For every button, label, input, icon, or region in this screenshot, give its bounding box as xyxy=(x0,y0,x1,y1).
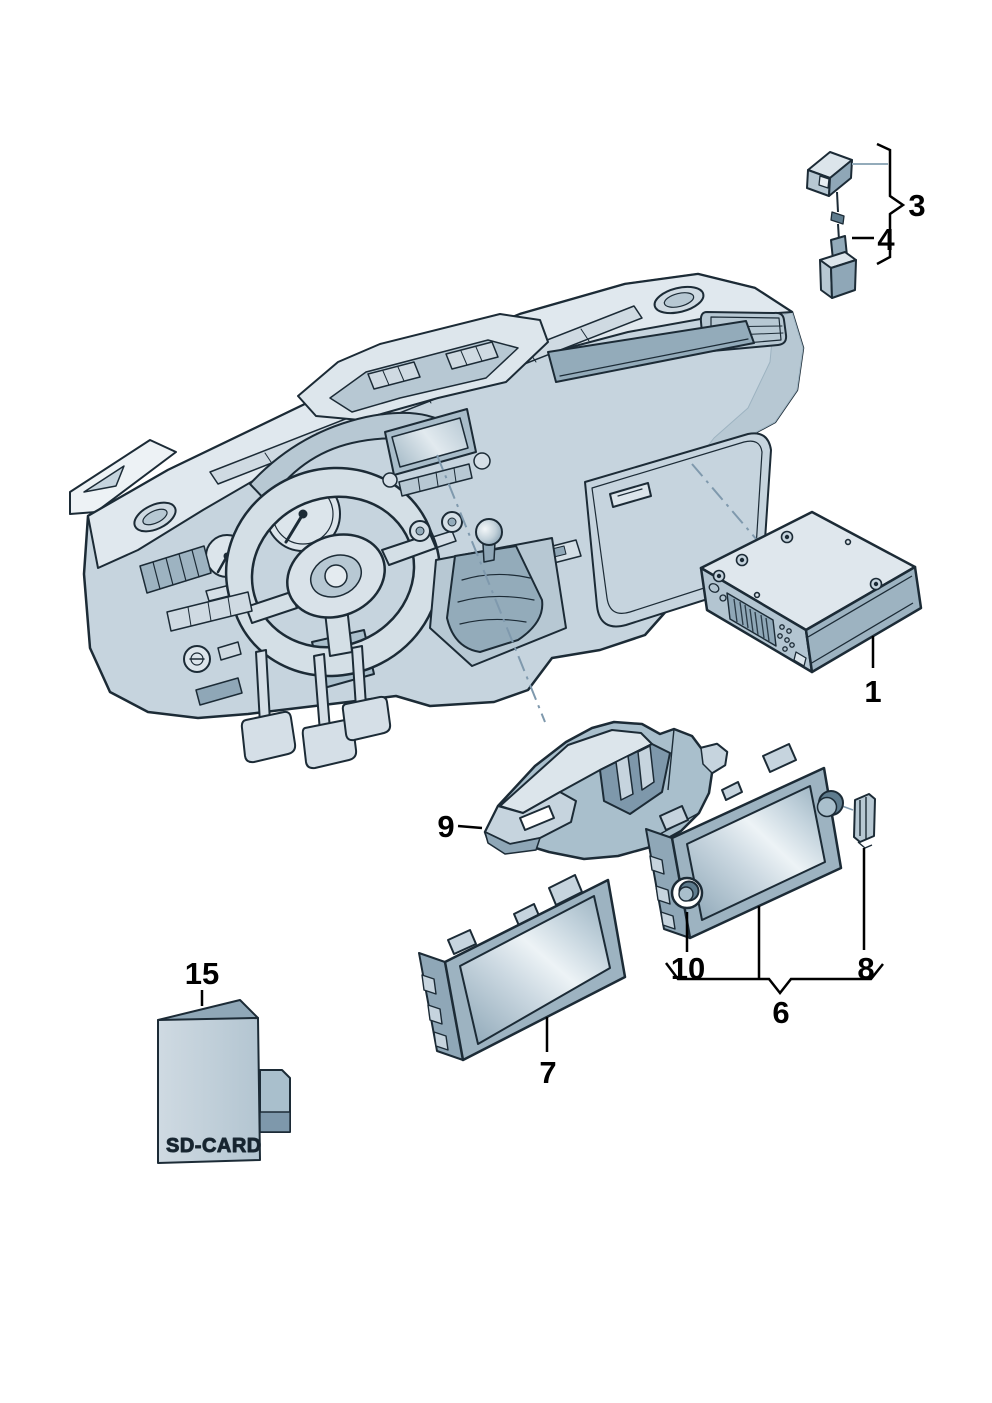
pedal-clutch xyxy=(240,710,297,764)
mount-tab xyxy=(721,781,743,801)
part-label-4: 4 xyxy=(877,222,895,257)
part-labels: 1 3 4 6 7 8 9 10 15 xyxy=(185,188,926,1090)
part-sd-card-15: SD-CARD xyxy=(157,999,291,1164)
display7-screen xyxy=(459,895,611,1045)
part-label-8: 8 xyxy=(857,951,874,986)
sd-card-text: SD-CARD xyxy=(166,1135,262,1157)
part-aerial-module-3 xyxy=(806,151,853,261)
leader-9 xyxy=(457,824,483,830)
part-label-10: 10 xyxy=(671,951,705,986)
pedal-accelerator xyxy=(341,695,392,742)
part-label-3: 3 xyxy=(908,188,925,223)
sd-card-contacts xyxy=(259,1111,291,1133)
right-tweeter-inner xyxy=(663,292,695,308)
brace-6 xyxy=(665,962,884,996)
part-clip-8 xyxy=(853,793,876,849)
part-label-7: 7 xyxy=(539,1055,556,1090)
head-unit-screen xyxy=(391,417,469,468)
speaker-hump xyxy=(297,313,549,421)
dashboard-illustration xyxy=(69,272,805,770)
part-knob-10 xyxy=(670,876,704,910)
part-display-6 xyxy=(645,743,854,940)
pedals xyxy=(240,645,392,770)
left-tweeter-inner xyxy=(142,508,168,526)
dash-left-end xyxy=(139,545,253,706)
module-notch xyxy=(818,175,830,189)
coin-pocket xyxy=(195,677,243,706)
mount-tab xyxy=(762,743,797,773)
radio-screws xyxy=(712,530,883,599)
part-label-6: 6 xyxy=(772,995,789,1030)
hump-grille-right xyxy=(445,341,499,370)
steering-wheel xyxy=(224,466,442,678)
speedo-needle xyxy=(284,512,305,544)
leader-screen-to-housing xyxy=(436,454,546,723)
callout-bracket-6 xyxy=(665,848,884,996)
part-display-7 xyxy=(418,874,627,1062)
a-pillar xyxy=(69,439,177,515)
button-strip xyxy=(398,463,473,497)
callout-bracket-3 xyxy=(852,142,906,266)
part-radio-1 xyxy=(699,510,923,674)
clip-body xyxy=(853,793,876,843)
aerial-cable xyxy=(836,191,839,213)
gear-knob xyxy=(475,518,503,546)
radio-connector-holes xyxy=(777,624,795,652)
part-label-15: 15 xyxy=(185,956,219,991)
mount-tab xyxy=(447,929,477,955)
steering-emblem xyxy=(324,564,348,588)
part-connector-4 xyxy=(819,251,857,299)
cable-ferrite xyxy=(830,211,845,225)
radio-vent-slots xyxy=(726,592,777,647)
hump-grille-left xyxy=(367,361,421,390)
dash-tray xyxy=(547,320,755,383)
assembly-leader-lines xyxy=(436,454,758,723)
mount-tab xyxy=(659,805,689,831)
housing-notch xyxy=(519,805,555,831)
brace-3 xyxy=(876,142,906,266)
part-label-1: 1 xyxy=(864,674,881,709)
sleeve-front xyxy=(157,1017,261,1164)
part-label-9: 9 xyxy=(437,809,454,844)
housing-ear-tab xyxy=(700,743,728,774)
center-stack xyxy=(382,408,491,542)
mirror-triangle xyxy=(83,465,125,493)
